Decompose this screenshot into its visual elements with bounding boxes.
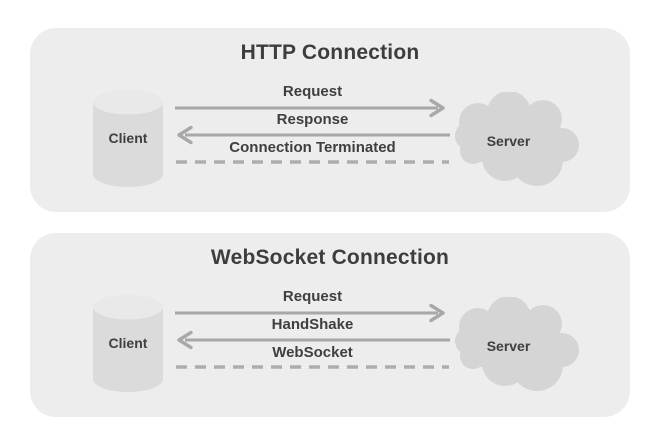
server-node: Server [453,92,580,189]
arrow-left-icon [177,125,450,145]
database-cylinder-icon [93,89,163,187]
flow-lines [175,98,450,164]
http-connection-panel: HTTP Connection Client Request Response … [30,28,630,212]
cloud-icon [455,297,579,391]
flow-lines [175,303,450,369]
server-node: Server [453,297,580,394]
arrow-right-icon [175,98,445,118]
client-node: Client [92,294,164,392]
message-flows: Request Response Connection Terminated [175,82,450,174]
cloud-icon [455,92,579,186]
server-label: Server [486,132,531,149]
client-node: Client [92,89,164,187]
server-label: Server [486,337,531,354]
message-label: Connection Terminated [229,139,396,156]
panel-title: WebSocket Connection [210,246,450,269]
websocket-connection-panel: WebSocket Connection Client Request Hand… [30,233,630,417]
message-label: WebSocket [272,344,353,361]
database-cylinder-icon [93,294,163,392]
arrow-left-icon [177,330,450,350]
message-flows: Request HandShake WebSocket [175,287,450,379]
message-label: HandShake [271,316,354,333]
panel-title: HTTP Connection [240,41,420,64]
client-label: Client [108,335,148,351]
client-label: Client [108,130,148,146]
message-label: Response [276,111,349,128]
arrow-right-icon [175,303,445,323]
message-label: Request [282,288,343,305]
message-label: Request [282,83,343,100]
